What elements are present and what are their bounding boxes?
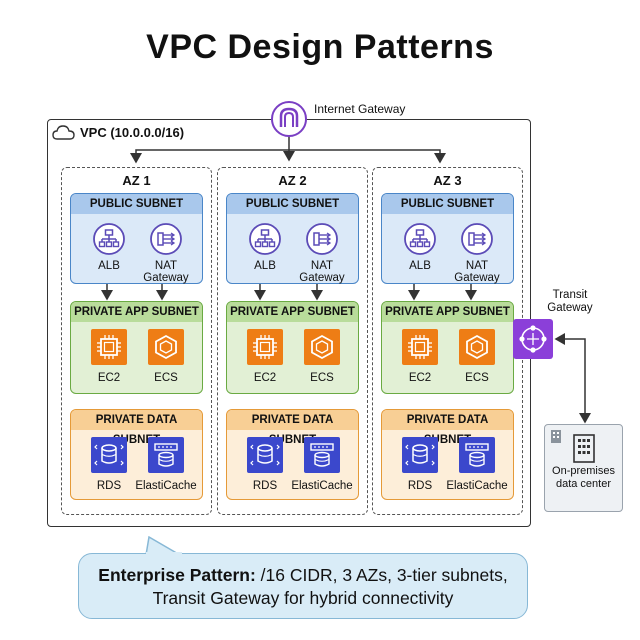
- callout-text: Enterprise Pattern: /16 CIDR, 3 AZs, 3-t…: [78, 564, 528, 610]
- az-1-title: AZ 1: [122, 173, 151, 188]
- callout-bold: Enterprise Pattern:: [98, 565, 256, 585]
- elasticache-icon: [304, 437, 340, 473]
- ecs-icon: [459, 329, 495, 365]
- ecs-icon: [304, 329, 340, 365]
- elasticache-icon: [148, 437, 184, 473]
- alb-label: ALB: [98, 260, 120, 272]
- elasticache-label: ElastiCache: [446, 480, 508, 492]
- az-2-data-subnet: PRIVATE DATA SUBNET RDS ElastiCache: [226, 409, 359, 500]
- az-3-title: AZ 3: [433, 173, 462, 188]
- az-3-data-subnet: PRIVATE DATA SUBNET RDS ElastiCache: [381, 409, 514, 500]
- az-2-title: AZ 2: [278, 173, 307, 188]
- rds-icon: [247, 437, 283, 473]
- subnet-label: PRIVATE APP SUBNET: [71, 302, 202, 322]
- callout-line2: Transit Gateway for hybrid connectivity: [152, 588, 454, 608]
- elasticache-label: ElastiCache: [291, 480, 353, 492]
- nat-gateway-icon: [149, 222, 183, 256]
- nat-gateway-label: NAT Gateway: [143, 260, 189, 284]
- ec2-label: EC2: [253, 372, 277, 384]
- internet-gateway-label: Internet Gateway: [314, 102, 406, 116]
- nat-gateway-icon: [460, 222, 494, 256]
- az-3-app-subnet: PRIVATE APP SUBNET EC2 ECS: [381, 301, 514, 394]
- internet-gateway-icon: [271, 101, 307, 137]
- alb-icon: [403, 222, 437, 256]
- subnet-label: PRIVATE DATA SUBNET: [71, 410, 202, 446]
- az-2-container: [217, 167, 368, 515]
- az-1-public-subnet: PUBLIC SUBNET ALB NAT Gateway: [70, 193, 203, 284]
- transit-gateway-icon: [519, 325, 547, 353]
- subnet-label: PRIVATE DATA SUBNET: [227, 410, 358, 446]
- az-2-app-subnet: PRIVATE APP SUBNET EC2 ECS: [226, 301, 359, 394]
- alb-icon: [248, 222, 282, 256]
- on-premises-box: [544, 424, 623, 512]
- ecs-label: ECS: [465, 372, 489, 384]
- az-1-app-subnet: PRIVATE APP SUBNET EC2 ECS: [70, 301, 203, 394]
- page-title: VPC Design Patterns: [146, 28, 494, 66]
- nat-gateway-label: NAT Gateway: [299, 260, 345, 284]
- transit-gateway-label: Transit Gateway: [547, 289, 593, 314]
- elasticache-label: ElastiCache: [135, 480, 197, 492]
- ecs-icon: [148, 329, 184, 365]
- nat-gateway-icon: [305, 222, 339, 256]
- building-small-icon: [551, 430, 561, 443]
- subnet-label: PUBLIC SUBNET: [227, 194, 358, 214]
- ec2-icon: [402, 329, 438, 365]
- ec2-icon: [91, 329, 127, 365]
- callout-pointer: [145, 536, 181, 556]
- az-3-public-subnet: PUBLIC SUBNET ALB NAT Gateway: [381, 193, 514, 284]
- alb-label: ALB: [409, 260, 431, 272]
- building-icon: [573, 434, 595, 463]
- subnet-label: PUBLIC SUBNET: [382, 194, 513, 214]
- cloud-icon: [52, 125, 75, 140]
- ec2-icon: [247, 329, 283, 365]
- rds-label: RDS: [407, 480, 433, 492]
- rds-icon: [402, 437, 438, 473]
- vpc-label: VPC (10.0.0.0/16): [80, 125, 185, 140]
- az-2-public-subnet: PUBLIC SUBNET ALB NAT Gateway: [226, 193, 359, 284]
- nat-gateway-label: NAT Gateway: [454, 260, 500, 284]
- callout-box: [78, 553, 528, 619]
- subnet-label: PRIVATE APP SUBNET: [382, 302, 513, 322]
- subnet-label: PUBLIC SUBNET: [71, 194, 202, 214]
- ec2-label: EC2: [408, 372, 432, 384]
- elasticache-icon: [459, 437, 495, 473]
- az-1-container: [61, 167, 212, 515]
- alb-icon: [92, 222, 126, 256]
- az-1-data-subnet: PRIVATE DATA SUBNET RDS ElastiCache: [70, 409, 203, 500]
- subnet-label: PRIVATE APP SUBNET: [227, 302, 358, 322]
- alb-label: ALB: [254, 260, 276, 272]
- ecs-label: ECS: [310, 372, 334, 384]
- transit-gateway: [513, 319, 553, 359]
- rds-icon: [91, 437, 127, 473]
- subnet-label: PRIVATE DATA SUBNET: [382, 410, 513, 446]
- rds-label: RDS: [252, 480, 278, 492]
- ecs-label: ECS: [154, 372, 178, 384]
- on-premises-label: On-premises data center: [552, 465, 615, 490]
- callout-line1: /16 CIDR, 3 AZs, 3-tier subnets,: [255, 565, 508, 585]
- rds-label: RDS: [96, 480, 122, 492]
- ec2-label: EC2: [97, 372, 121, 384]
